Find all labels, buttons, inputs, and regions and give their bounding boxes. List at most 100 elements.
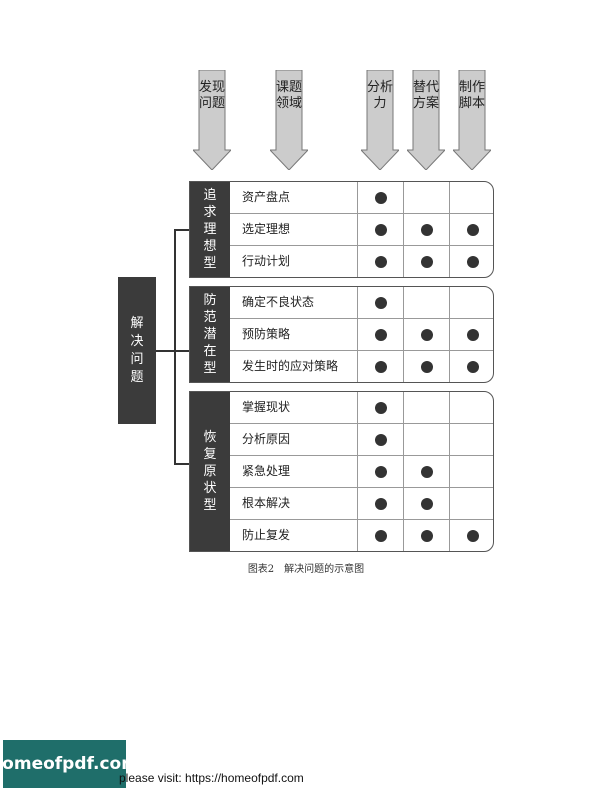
row-label: 防止复发	[242, 528, 291, 542]
mark-dot	[375, 402, 387, 414]
mark-dot	[375, 530, 387, 542]
group-restore-original: 恢复原状型 掌握现状 分析原因 紧急处理 根本解决 防止复发	[189, 391, 494, 552]
mark-dot	[375, 297, 387, 309]
cell-analysis	[357, 214, 404, 245]
cell-analysis	[357, 392, 404, 423]
row-label: 资产盘点	[242, 190, 291, 204]
mark-dot	[375, 329, 387, 341]
mark-dot	[421, 530, 433, 542]
figure-caption: 图表2 解决问题的示意图	[247, 564, 365, 575]
row-label: 根本解决	[242, 496, 291, 510]
row-label: 选定理想	[242, 222, 291, 236]
table-row: 资产盘点	[230, 182, 493, 214]
group-label: 恢复原状型	[190, 392, 230, 551]
mark-dot	[467, 224, 479, 236]
cell-alternatives	[403, 456, 450, 487]
row-label: 掌握现状	[242, 400, 291, 414]
cell-alternatives	[403, 520, 450, 551]
cell-script	[449, 214, 493, 245]
column-header-alternatives: 替代方案	[407, 70, 445, 170]
table-row: 紧急处理	[230, 456, 493, 488]
cell-alternatives	[403, 351, 450, 382]
connector-horizontal	[156, 350, 174, 352]
cell-script	[449, 456, 493, 487]
cell-alternatives	[403, 182, 450, 213]
connector-branch-3	[174, 463, 189, 465]
connector-branch-2	[174, 350, 189, 352]
cell-script	[449, 392, 493, 423]
row-label: 发生时的应对策略	[242, 359, 339, 373]
mark-dot	[375, 498, 387, 510]
cell-script	[449, 424, 493, 455]
cell-alternatives	[403, 392, 450, 423]
row-label: 确定不良状态	[242, 295, 315, 309]
site-logo[interactable]: homeofpdf.com	[0, 740, 139, 788]
group-pursue-ideal: 追求理想型 资产盘点 选定理想 行动计划	[189, 181, 494, 278]
cell-alternatives	[403, 287, 450, 318]
mark-dot	[421, 256, 433, 268]
cell-analysis	[357, 488, 404, 519]
cell-alternatives	[403, 424, 450, 455]
mark-dot	[375, 224, 387, 236]
group-prevent-potential: 防范潜在型 确定不良状态 预防策略 发生时的应对策略	[189, 286, 494, 383]
cell-script	[449, 182, 493, 213]
cell-script	[449, 488, 493, 519]
cell-analysis	[357, 351, 404, 382]
cell-analysis	[357, 319, 404, 350]
cell-script	[449, 520, 493, 551]
connector-vertical	[174, 229, 176, 463]
row-label: 紧急处理	[242, 464, 291, 478]
mark-dot	[421, 224, 433, 236]
table-row: 防止复发	[230, 520, 493, 551]
cell-analysis	[357, 287, 404, 318]
cell-alternatives	[403, 488, 450, 519]
connector-branch-1	[174, 229, 189, 231]
mark-dot	[467, 530, 479, 542]
cell-script	[449, 319, 493, 350]
row-label: 预防策略	[242, 327, 291, 341]
table-row: 选定理想	[230, 214, 493, 246]
footer-link[interactable]: please visit: https://homeofpdf.com	[119, 771, 304, 785]
mark-dot	[467, 256, 479, 268]
column-header-analysis: 分析力	[361, 70, 399, 170]
column-header-label: 制作脚本	[458, 80, 485, 111]
mark-dot	[375, 361, 387, 373]
cell-alternatives	[403, 246, 450, 277]
mark-dot	[421, 329, 433, 341]
column-header-script: 制作脚本	[453, 70, 491, 170]
mark-dot	[421, 498, 433, 510]
down-arrow-icon	[453, 70, 491, 170]
row-label: 行动计划	[242, 254, 291, 268]
table-row: 确定不良状态	[230, 287, 493, 319]
table-row: 发生时的应对策略	[230, 351, 493, 382]
column-header-label: 替代方案	[412, 80, 439, 111]
mark-dot	[421, 466, 433, 478]
mark-dot	[467, 329, 479, 341]
column-header-label: 发现问题	[198, 80, 225, 111]
table-row: 根本解决	[230, 488, 493, 520]
cell-analysis	[357, 246, 404, 277]
cell-script	[449, 351, 493, 382]
down-arrow-icon	[407, 70, 445, 170]
cell-script	[449, 246, 493, 277]
cell-alternatives	[403, 319, 450, 350]
down-arrow-icon	[193, 70, 231, 170]
down-arrow-icon	[361, 70, 399, 170]
table-row: 行动计划	[230, 246, 493, 277]
column-header-find-problem: 发现问题	[193, 70, 231, 170]
cell-script	[449, 287, 493, 318]
column-header-topic-area: 课题领域	[270, 70, 308, 170]
cell-alternatives	[403, 214, 450, 245]
mark-dot	[375, 192, 387, 204]
cell-analysis	[357, 182, 404, 213]
mark-dot	[375, 434, 387, 446]
mark-dot	[375, 466, 387, 478]
root-node: 解决问题	[118, 277, 156, 424]
column-header-label: 课题领域	[275, 80, 302, 111]
cell-analysis	[357, 424, 404, 455]
table-row: 掌握现状	[230, 392, 493, 424]
cell-analysis	[357, 456, 404, 487]
table-row: 预防策略	[230, 319, 493, 351]
column-header-label: 分析力	[366, 80, 393, 111]
down-arrow-icon	[270, 70, 308, 170]
